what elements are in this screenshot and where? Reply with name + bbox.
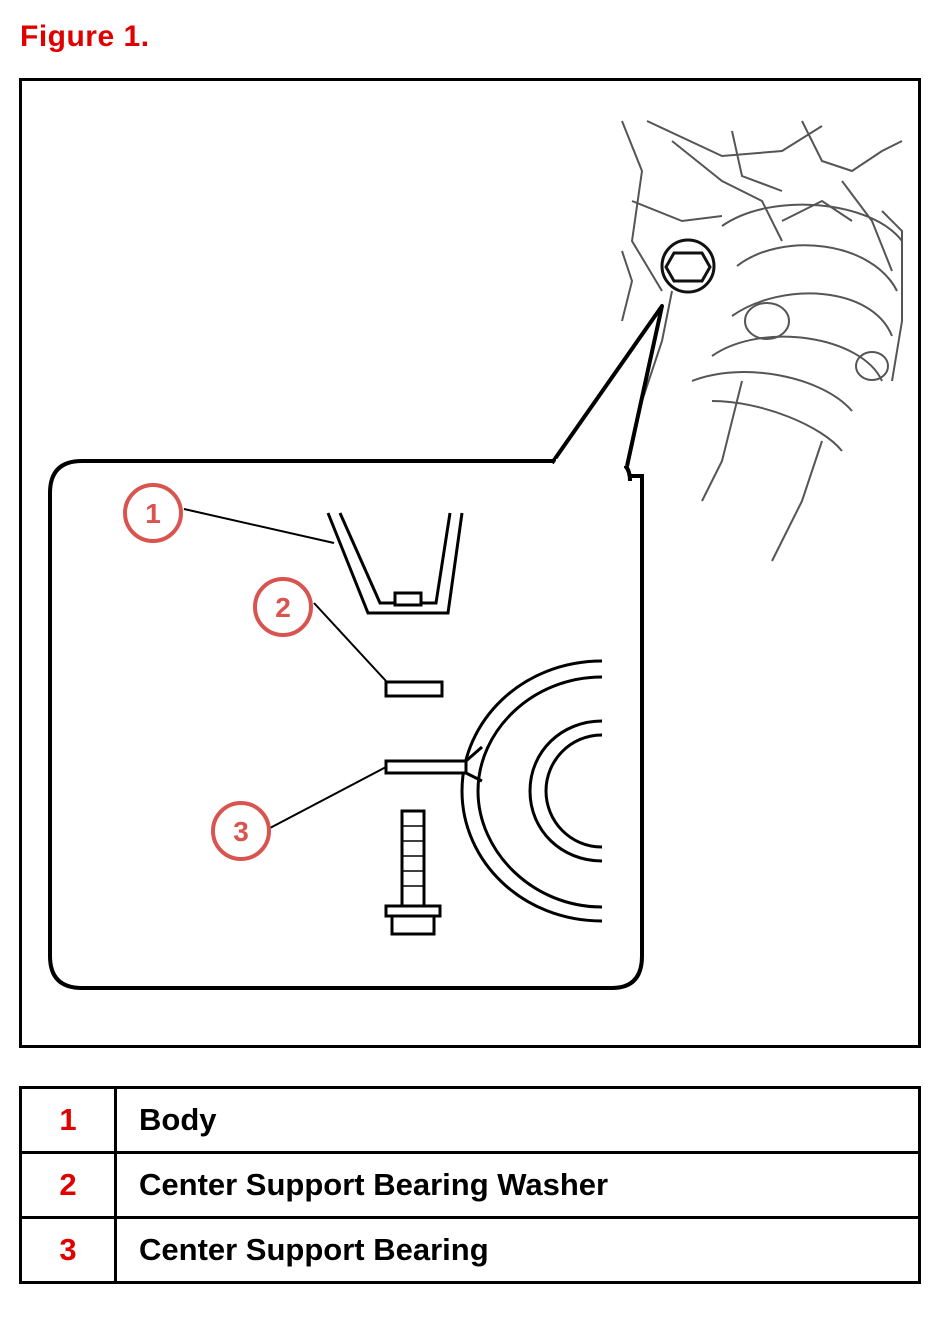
legend-row: 3 Center Support Bearing: [19, 1216, 921, 1284]
legend-row: 1 Body: [19, 1086, 921, 1154]
leader-line-3: [269, 766, 387, 829]
svg-text:2: 2: [275, 592, 291, 623]
diagram-frame: 1 2 3: [19, 78, 921, 1048]
legend-row: 2 Center Support Bearing Washer: [19, 1151, 921, 1219]
center-support-bearing: [384, 659, 603, 923]
legend-number: 2: [19, 1151, 117, 1219]
body-bracket: [326, 512, 464, 615]
callout-3: 3: [211, 801, 271, 861]
legend-label: Center Support Bearing Washer: [114, 1151, 921, 1219]
figure-title: Figure 1.: [20, 20, 150, 53]
drivetrain-sketch: [621, 120, 903, 562]
parts-legend-table: 1 Body 2 Center Support Bearing Washer 3…: [19, 1086, 921, 1284]
mounting-bolt: [384, 809, 442, 936]
zoom-pointer: [550, 304, 664, 467]
callout-2: 2: [253, 577, 313, 637]
legend-number: 3: [19, 1216, 117, 1284]
svg-text:3: 3: [233, 816, 249, 847]
zoom-inset-outline: [48, 459, 644, 990]
legend-number: 1: [19, 1086, 117, 1154]
svg-text:1: 1: [145, 498, 161, 529]
leader-line-1: [183, 508, 335, 544]
callout-1: 1: [123, 483, 183, 543]
legend-label: Body: [114, 1086, 921, 1154]
center-support-bearing-washer: [384, 680, 444, 698]
legend-label: Center Support Bearing: [114, 1216, 921, 1284]
exploded-diagram: 1 2 3: [48, 120, 903, 990]
leader-lines: [183, 508, 387, 829]
leader-line-2: [313, 602, 387, 682]
